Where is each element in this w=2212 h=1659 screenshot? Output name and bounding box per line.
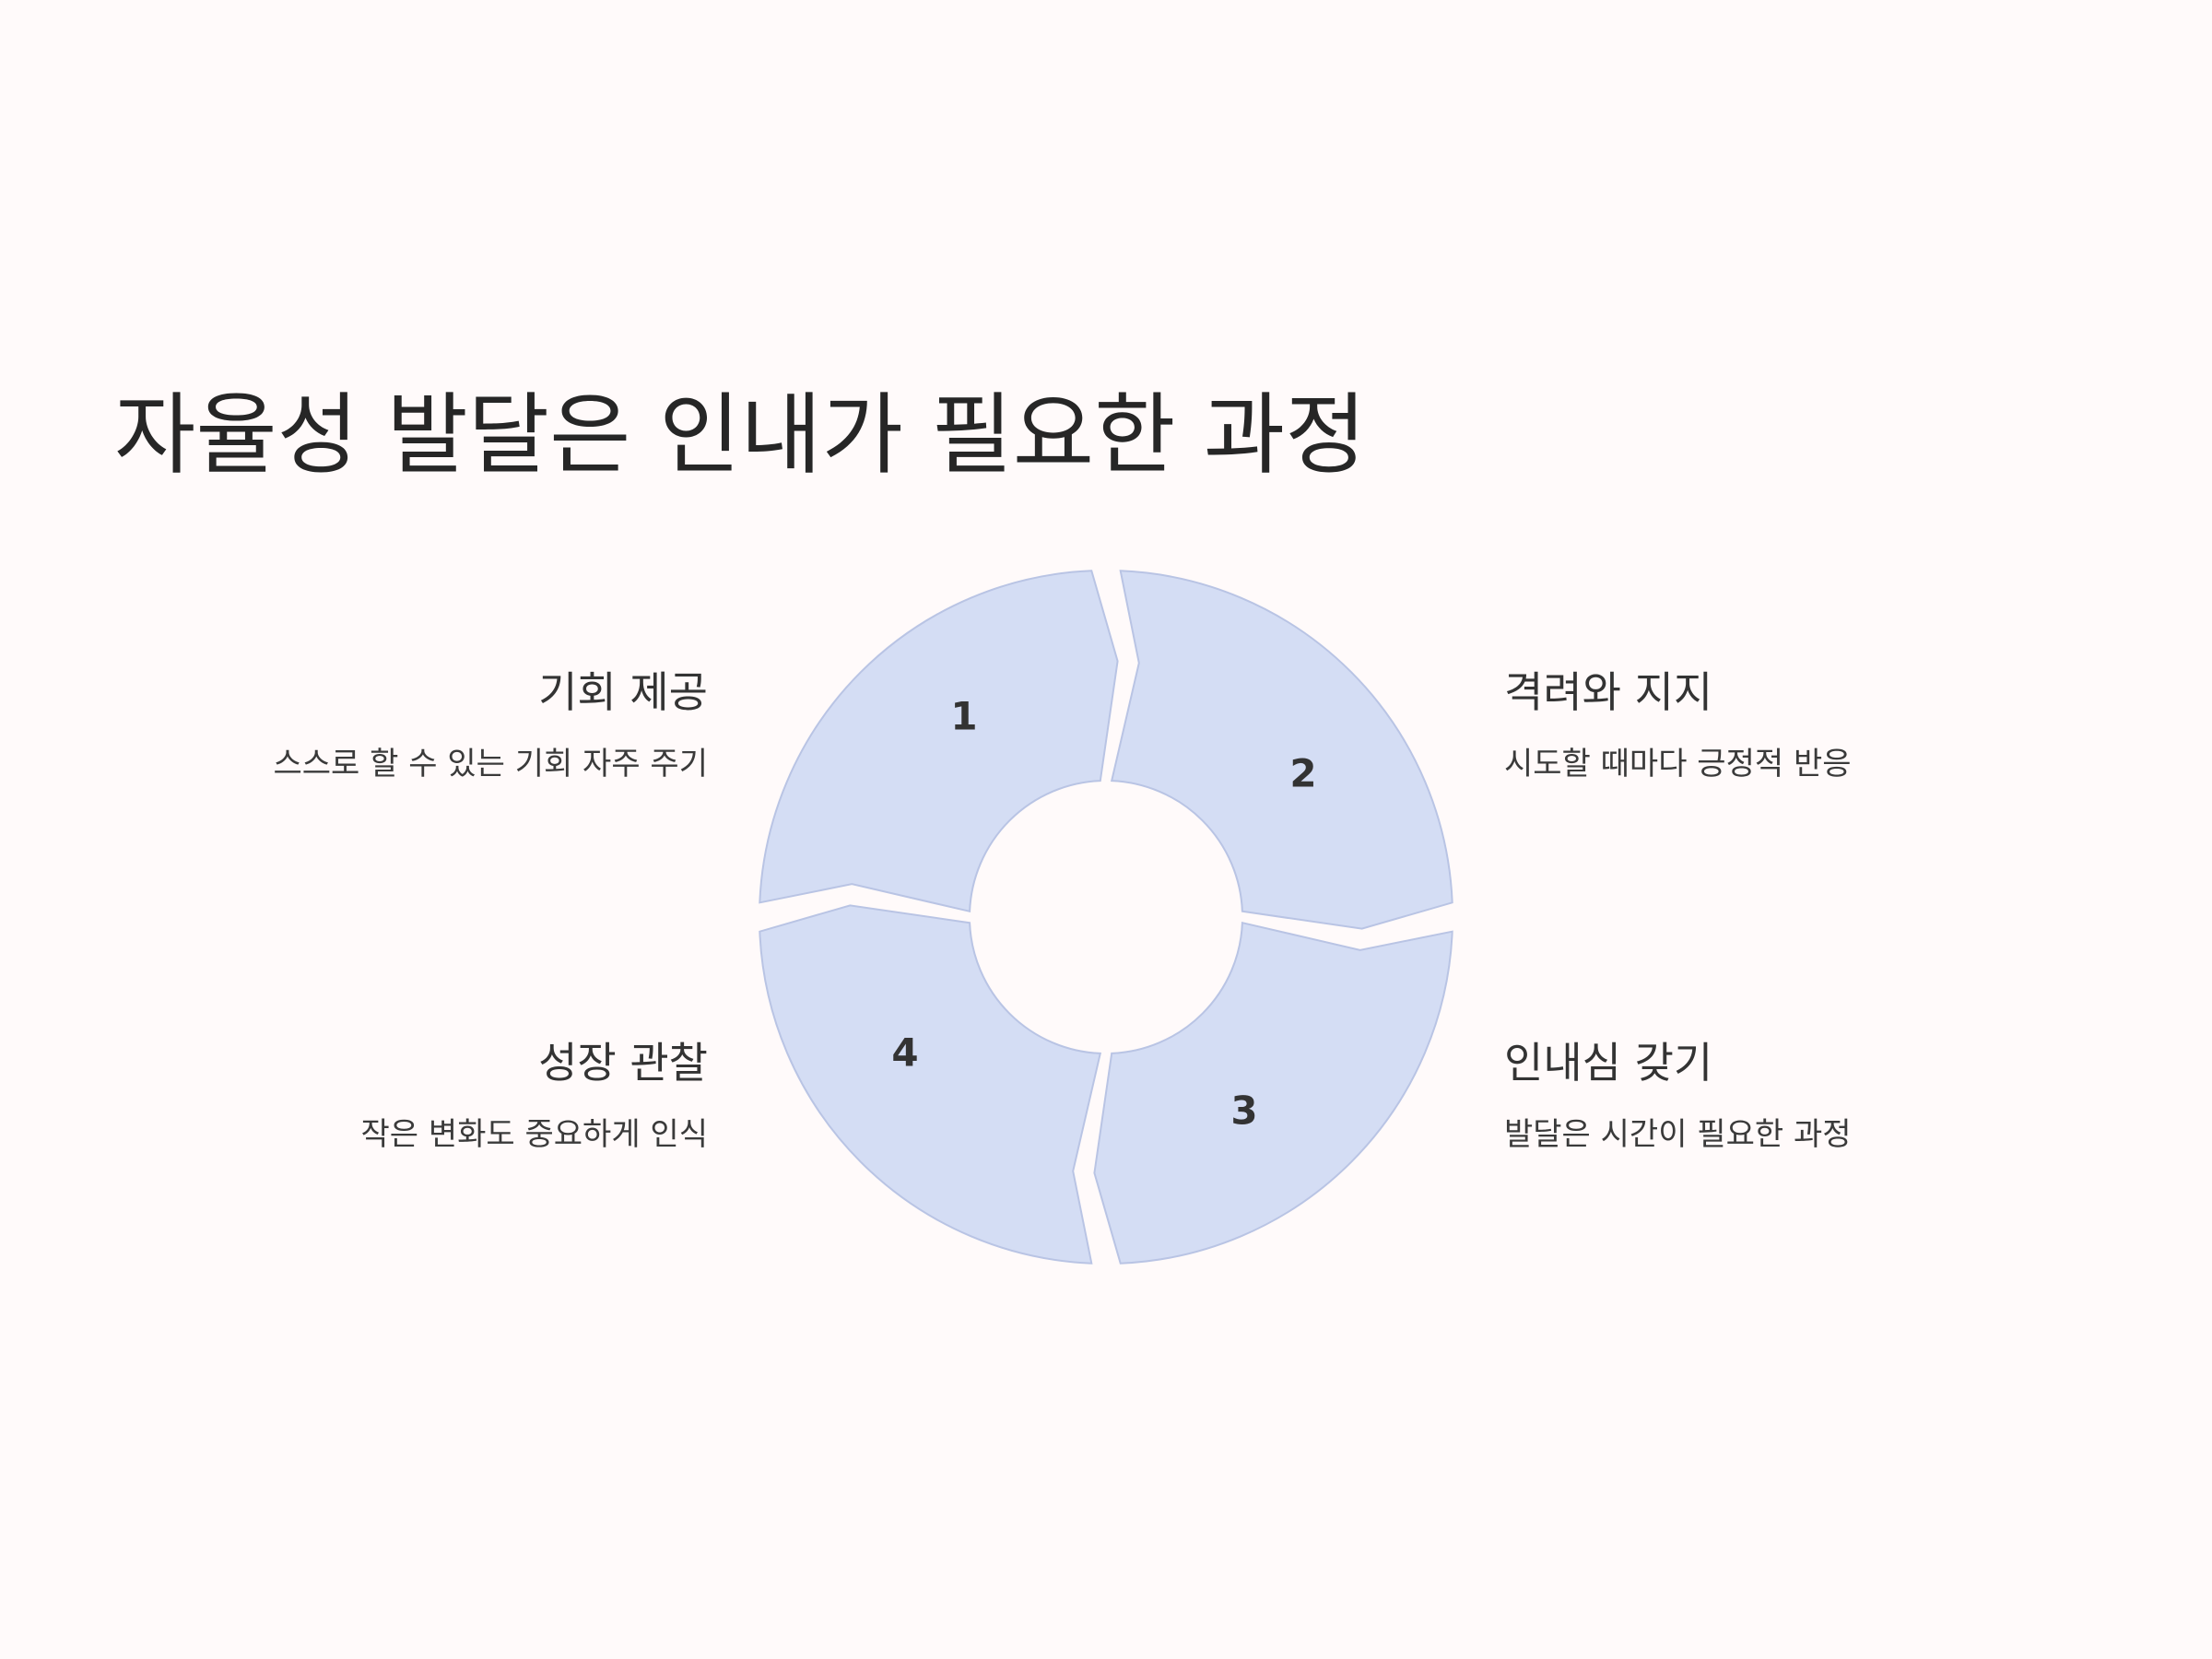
step-title: 기회 제공 <box>538 667 708 717</box>
cycle-numbers: 1 2 3 4 <box>891 694 1316 1134</box>
step-number-4: 4 <box>891 1030 918 1076</box>
cycle-segments <box>759 570 1453 1265</box>
step-label-1: 기회 제공 스스로 할 수 있는 기회 자주 주기 <box>63 667 709 783</box>
cycle-segment-4 <box>759 570 1119 913</box>
step-title: 격려와 지지 <box>1504 667 1713 717</box>
step-label-4: 성장 관찰 작은 변화도 중요하게 인식 <box>63 1038 708 1154</box>
cycle-segment-1 <box>1110 570 1453 930</box>
step-description: 작은 변화도 중요하게 인식 <box>360 1116 708 1154</box>
cycle-segment-3 <box>759 904 1102 1265</box>
step-title: 인내심 갖기 <box>1504 1038 1713 1088</box>
step-label-2: 격려와 지지 시도할 때마다 긍정적 반응 <box>1504 667 2149 783</box>
cycle-segment-2 <box>1093 921 1453 1265</box>
page-title: 자율성 발달은 인내가 필요한 과정 <box>114 383 1367 487</box>
step-number-3: 3 <box>1230 1088 1257 1134</box>
step-description: 스스로 할 수 있는 기회 자주 주기 <box>273 746 709 783</box>
step-description: 시도할 때마다 긍정적 반응 <box>1504 746 1852 783</box>
step-label-3: 인내심 갖기 발달은 시간이 필요한 과정 <box>1504 1038 2149 1154</box>
step-description: 발달은 시간이 필요한 과정 <box>1504 1116 1852 1154</box>
step-number-2: 2 <box>1289 751 1316 796</box>
step-title: 성장 관찰 <box>538 1038 708 1088</box>
step-number-1: 1 <box>950 694 977 739</box>
